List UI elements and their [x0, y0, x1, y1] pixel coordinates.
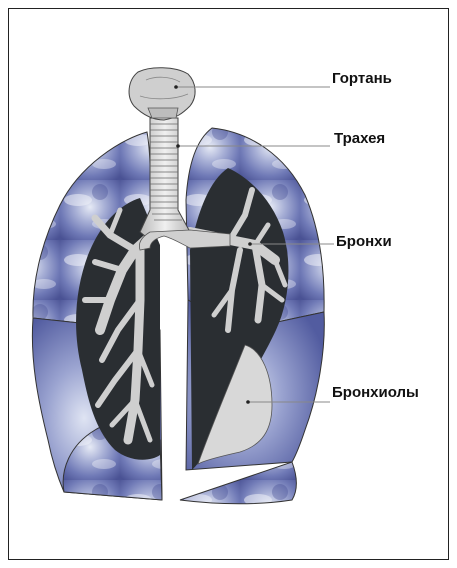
right-lung: [180, 128, 324, 504]
label-bronchioles: Бронхиолы: [332, 384, 419, 401]
larynx: [129, 68, 195, 120]
label-bronchi: Бронхи: [336, 233, 392, 250]
label-trachea: Трахея: [334, 130, 385, 147]
left-lung: [32, 132, 162, 500]
label-larynx: Гортань: [332, 70, 392, 87]
